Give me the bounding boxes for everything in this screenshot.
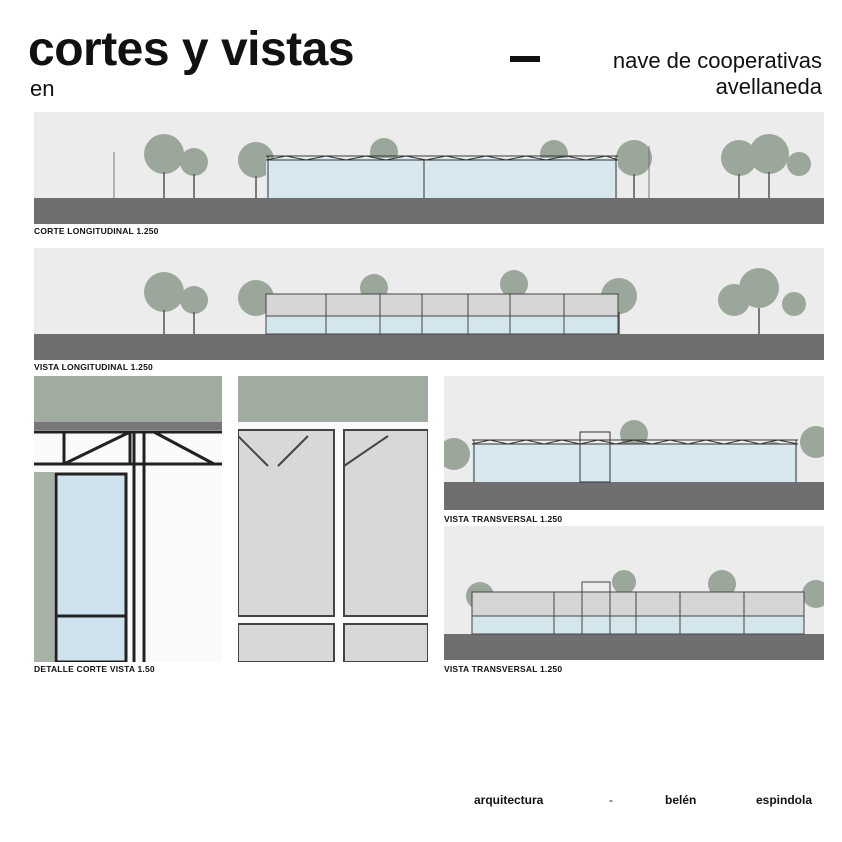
ground xyxy=(34,198,824,224)
tree-canopy xyxy=(34,376,222,422)
facade-mullions xyxy=(553,592,745,634)
panel-diagonals xyxy=(238,435,389,467)
page-subtitle: en xyxy=(30,76,55,101)
facade-glazing xyxy=(471,615,805,635)
project-line-2: avellaneda xyxy=(715,74,822,100)
corte-longitudinal-svg xyxy=(34,134,824,224)
vista-longitudinal-caption: VISTA LONGITUDINAL 1.250 xyxy=(34,362,153,372)
detalle-right-svg xyxy=(238,376,428,662)
window xyxy=(54,472,128,662)
tree-trunks xyxy=(163,308,760,334)
facade-mullions xyxy=(325,294,565,334)
central-volume xyxy=(581,581,611,635)
facade-glazing xyxy=(265,315,619,335)
project-line-1: nave de cooperativas xyxy=(612,48,822,73)
tree-edge xyxy=(34,472,54,662)
vista-transversal-2-caption: VISTA TRANSVERSAL 1.250 xyxy=(444,664,563,674)
corte-longitudinal-caption: CORTE LONGITUDINAL 1.250 xyxy=(34,226,159,236)
footer-word-espindola: espindola xyxy=(756,793,813,807)
detalle-caption: DETALLE CORTE VISTA 1.50 xyxy=(34,664,155,674)
cladding-panel-left xyxy=(238,429,335,617)
project-title: nave de cooperativas avellaneda xyxy=(613,48,822,101)
ground xyxy=(444,634,824,660)
glazing xyxy=(472,444,798,482)
vista-longitudinal-svg xyxy=(34,268,824,360)
facade-cladding xyxy=(471,591,805,617)
trees xyxy=(144,268,806,316)
poles xyxy=(113,146,650,198)
roof-truss xyxy=(471,431,799,483)
vista-longitudinal-drawing xyxy=(34,248,824,360)
cladding-panel-lower-right xyxy=(343,623,428,662)
corte-longitudinal-drawing xyxy=(34,112,824,224)
columns xyxy=(132,432,146,662)
footer-word-arquitectura: arquitectura xyxy=(474,793,544,807)
vista-transversal-1-caption: VISTA TRANSVERSAL 1.250 xyxy=(444,514,563,524)
title-dash xyxy=(510,56,540,62)
tree-trunks xyxy=(163,172,770,198)
glazing xyxy=(266,158,618,198)
cladding-panel-right xyxy=(343,429,428,617)
roof-truss xyxy=(265,155,619,198)
detalle-left-svg xyxy=(34,376,222,662)
trees xyxy=(144,134,811,178)
page-title: cortes y vistas xyxy=(28,23,355,76)
vista-transversal-1-drawing xyxy=(444,376,824,510)
vista-transversal-2-drawing xyxy=(444,526,824,660)
vista-transversal-1-svg xyxy=(444,420,824,510)
cladding-panel-lower-left xyxy=(238,623,335,662)
ground xyxy=(34,334,824,360)
vista-transversal-2-svg xyxy=(444,570,824,660)
truss xyxy=(34,430,222,466)
detalle-right-drawing xyxy=(238,376,428,662)
tree-canopy xyxy=(238,376,428,422)
footer-word-belen: belén xyxy=(665,793,697,807)
facade-cladding xyxy=(265,293,619,317)
detalle-left-drawing xyxy=(34,376,222,662)
roof-sheet xyxy=(34,422,222,430)
footer-separator: - xyxy=(609,793,613,807)
ground xyxy=(444,482,824,510)
